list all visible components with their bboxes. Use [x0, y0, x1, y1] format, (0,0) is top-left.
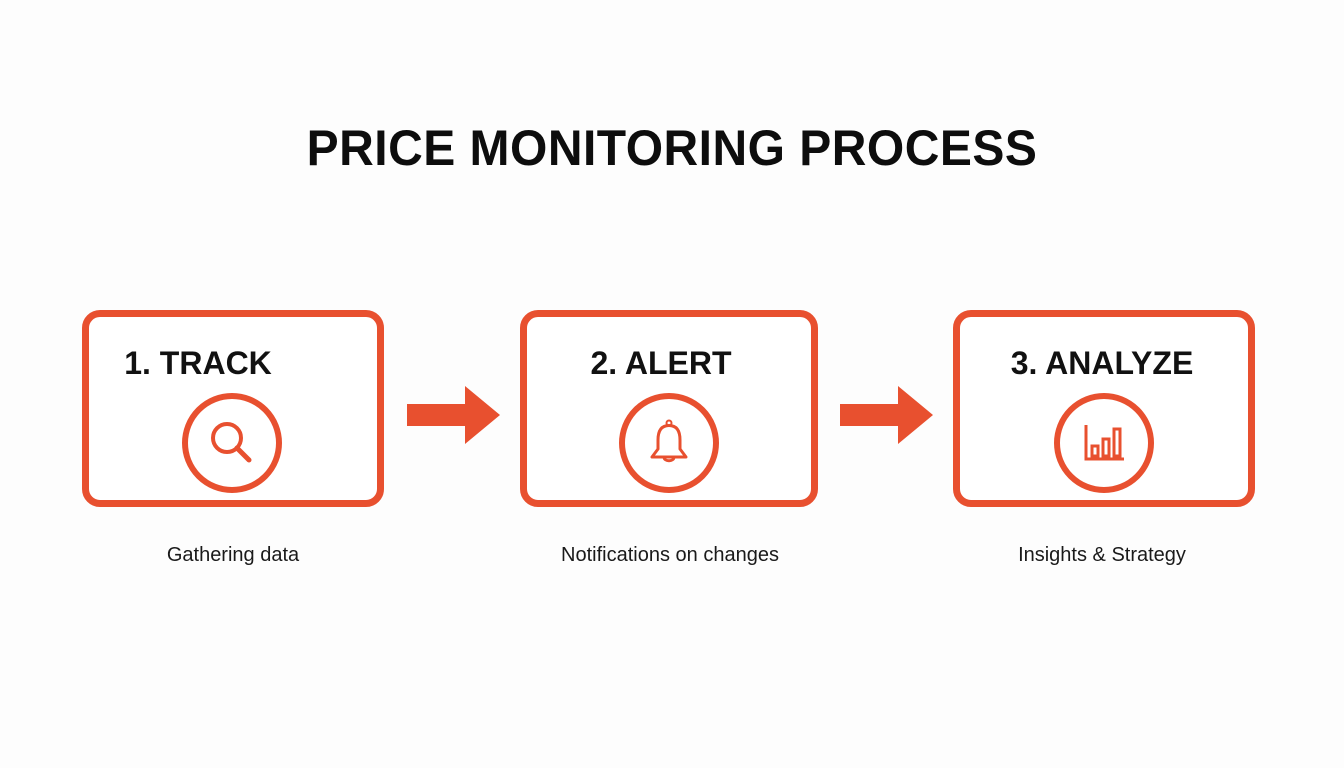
icon-circle — [619, 393, 719, 493]
step-caption-analyze: Insights & Strategy — [1018, 544, 1186, 566]
step-caption-track: Gathering data — [166, 544, 300, 566]
step-card-alert: 2. ALERT — [520, 310, 818, 507]
icon-circle — [182, 393, 282, 493]
step-card-analyze: 3. ANALYZE — [953, 310, 1255, 507]
bell-icon — [650, 419, 688, 463]
icon-circle — [1054, 393, 1154, 493]
bar-chart-icon — [1084, 425, 1124, 461]
step-title: 1. TRACK — [124, 345, 272, 381]
page-title: PRICE MONITORING PROCESS — [306, 120, 1038, 176]
step-title: 2. ALERT — [590, 345, 732, 381]
arrow-right-icon — [407, 386, 500, 444]
magnifying-glass-icon — [211, 422, 252, 463]
step-title: 3. ANALYZE — [1010, 345, 1194, 381]
step-card-track: 1. TRACK — [82, 310, 384, 507]
step-caption-alert: Notifications on changes — [561, 544, 779, 566]
arrow-right-icon — [840, 386, 933, 444]
